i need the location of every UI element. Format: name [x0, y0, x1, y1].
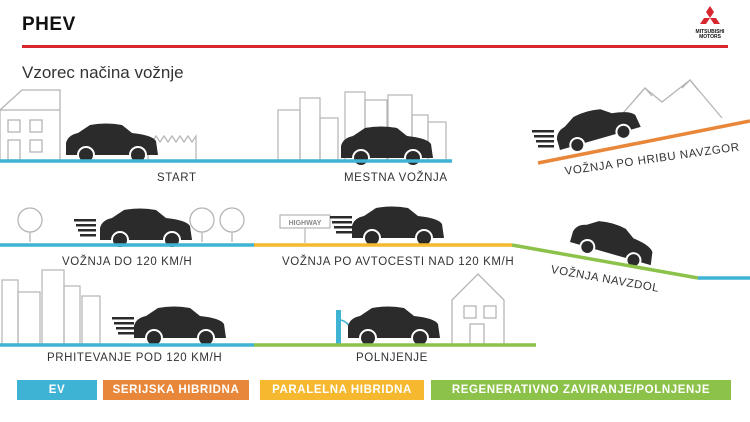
three-diamonds-icon — [700, 6, 720, 24]
page-title: PHEV — [22, 14, 76, 35]
brand-name-line1: MITSUBISHI — [695, 29, 725, 35]
car-charging — [347, 305, 441, 347]
mountain-outline — [609, 79, 723, 129]
label-overtaking: PRHITEVANJE POD 120 KM/H — [47, 352, 223, 364]
label-highway: VOŽNJA PO AVTOCESTI NAD 120 KM/H — [282, 256, 515, 268]
speed-lines — [74, 219, 96, 237]
car-120 — [99, 207, 193, 249]
label-up-to-120: VOŽNJA DO 120 KM/H — [62, 256, 193, 268]
house-outline — [451, 273, 505, 345]
city-buildings-outline — [1, 269, 101, 345]
speed-lines — [112, 317, 134, 335]
legend-parallel-hybrid: PARALELNA HIBRIDNA — [260, 380, 424, 400]
legend-regen-charging: REGENERATIVNO ZAVIRANJE/POLNJENJE — [431, 380, 731, 400]
car-start — [65, 122, 159, 164]
highway-sign — [279, 214, 331, 243]
regen-downhill-road — [511, 243, 699, 280]
brand-name-line2: MOTORS — [699, 34, 721, 40]
charger-icon — [336, 310, 351, 344]
title-divider — [22, 45, 728, 48]
car-uphill — [550, 97, 644, 158]
house-outline — [0, 89, 61, 161]
speed-lines-uphill — [532, 130, 554, 148]
label-start: START — [157, 172, 197, 184]
car-overtaking — [133, 305, 227, 347]
label-charging: POLNJENJE — [356, 352, 428, 364]
tree-outline — [219, 207, 245, 243]
series-hybrid-uphill-road — [537, 119, 750, 165]
subtitle: Vzorec načina vožnje — [22, 63, 184, 82]
tree-outline — [189, 207, 215, 243]
legend-series-hybrid: SERIJSKA HIBRIDNA — [103, 380, 249, 400]
tree-outline — [17, 207, 43, 243]
speed-lines — [330, 216, 352, 234]
highway-sign-text: HIGHWAY — [289, 220, 322, 227]
car-highway — [351, 205, 445, 247]
legend-ev: EV — [17, 380, 97, 400]
label-city-driving: MESTNA VOŽNJA — [344, 172, 448, 184]
mitsubishi-logo: MITSUBISHI MOTORS — [688, 6, 732, 44]
